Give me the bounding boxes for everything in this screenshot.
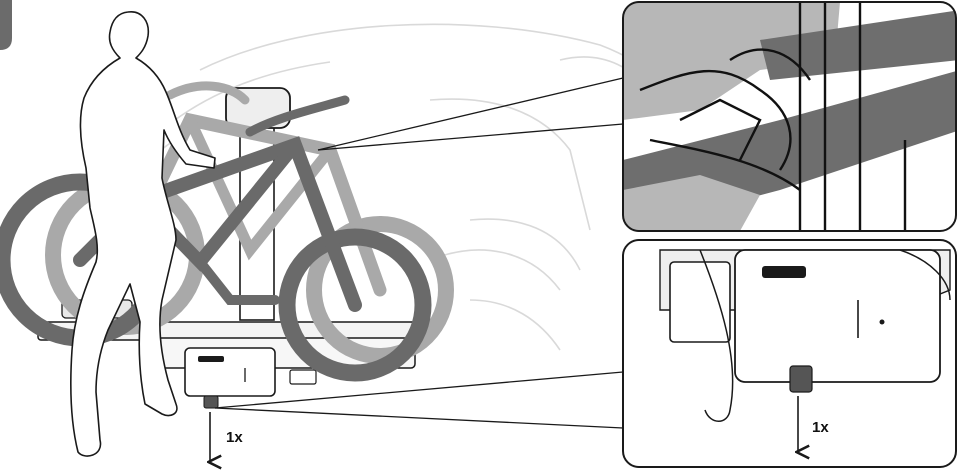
zoom-panel-top bbox=[623, 2, 960, 231]
main-count-label: 1x bbox=[226, 429, 243, 446]
step-tab bbox=[0, 0, 12, 50]
zoom-callout-lines bbox=[215, 78, 623, 428]
zoom-count-label: 1x bbox=[812, 419, 829, 436]
zoom-panel-bottom bbox=[623, 240, 956, 467]
